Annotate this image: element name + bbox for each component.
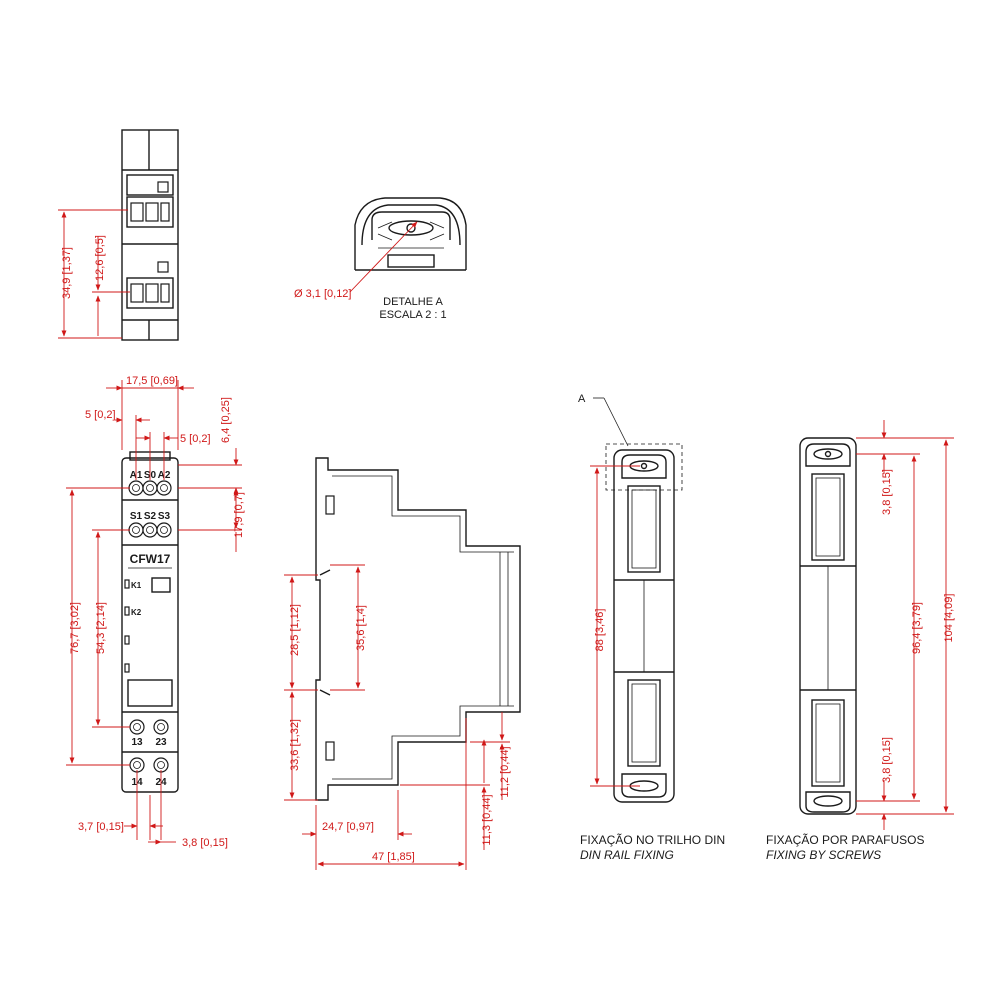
- screw-title: FIXAÇÃO POR PARAFUSOS: [766, 833, 924, 847]
- top-view: 34,9 [1,37] 12,6 [0,5]: [58, 129, 179, 341]
- screw-total-dim: 104 [4,09]: [943, 594, 955, 643]
- front-inner-span-dim: 54,3 [2,14]: [95, 602, 107, 654]
- din-title: FIXAÇÃO NO TRILHO DIN: [580, 833, 725, 847]
- terminal-row-2: S1 S2 S3: [128, 511, 172, 538]
- side-rail-dim: 35,6 [1,4]: [355, 605, 367, 651]
- terminal-label: 13: [131, 737, 143, 748]
- detail-title: DETALHE A: [383, 296, 443, 308]
- brand-logo: CFW17: [130, 552, 171, 566]
- screw-mid-dim: 96,4 [3,79]: [911, 602, 923, 654]
- label-window: [127, 679, 173, 707]
- top-height-dim: 34,9 [1,37]: [61, 247, 73, 299]
- screw-bottom-dim: 3,8 [0,15]: [881, 737, 893, 783]
- side-step-dim: 24,7 [0,97]: [322, 821, 374, 833]
- front-width-dim: 17,5 [0,69]: [126, 375, 178, 387]
- din-height-dim: 88 [3,46]: [594, 609, 606, 652]
- led-label: K2: [131, 608, 142, 617]
- screw-fixing-view: 3,8 [0,15] 96,4 [3,79] 104 [4,09] 3,8 [0…: [766, 420, 955, 862]
- terminal-row-4: 14 24: [129, 757, 169, 788]
- terminal-label: 23: [155, 737, 167, 748]
- side-depth-dim: 47 [1,85]: [372, 851, 415, 863]
- side-low-a-dim: 11,3 [0,44]: [481, 794, 493, 845]
- front-bottom-left-dim: 3,7 [0,15]: [78, 821, 124, 833]
- screw-subtitle: FIXING BY SCREWS: [766, 848, 881, 862]
- side-low-b-dim: 11,2 [0,44]: [499, 746, 511, 797]
- side-upper-clip-dim: 28,5 [1,12]: [289, 604, 301, 656]
- front-terminal-span-dim: 76,7 [3,02]: [69, 602, 81, 654]
- detail-callout: A: [578, 393, 586, 405]
- terminal-label: S2: [144, 511, 157, 522]
- weg-logo: [151, 577, 171, 593]
- detail-a: Ø 3,1 [0,12] DETALHE A ESCALA 2 : 1: [294, 197, 467, 321]
- screw-top-dim: 3,8 [0,15]: [881, 469, 893, 515]
- front-left-offset-dim: 5 [0,2]: [85, 409, 116, 421]
- terminal-label: S1: [130, 511, 143, 522]
- led-k1: [124, 579, 130, 589]
- din-subtitle: DIN RAIL FIXING: [580, 848, 674, 862]
- side-lower-dim: 33,6 [1,32]: [289, 719, 301, 771]
- din-rail-view: A 88 [3,46] FIXAÇÃO NO TRILHO DIN DIN RA…: [578, 393, 725, 862]
- front-bottom-right-dim: 3,8 [0,15]: [182, 837, 228, 849]
- front-row-gap-dim: 17,9 [0,7]: [233, 492, 245, 538]
- top-pitch-dim: 12,6 [0,5]: [94, 235, 106, 281]
- front-top-offset-dim: 6,4 [0,25]: [220, 397, 232, 443]
- terminal-row-3: 13 23: [129, 719, 169, 748]
- detail-hole-dim: Ø 3,1 [0,12]: [294, 288, 351, 300]
- led-k2: [124, 606, 130, 616]
- side-view: 28,5 [1,12] 35,6 [1,4] 33,6 [1,32] 24,7 …: [284, 457, 521, 870]
- front-right-offset-dim: 5 [0,2]: [180, 433, 211, 445]
- terminal-label: S3: [158, 511, 171, 522]
- front-view: A1 S0 A2 S1 S2 S3 CFW17 K1 K2 13 23: [66, 375, 245, 849]
- led-label: K1: [131, 581, 142, 590]
- detail-scale: ESCALA 2 : 1: [379, 309, 446, 321]
